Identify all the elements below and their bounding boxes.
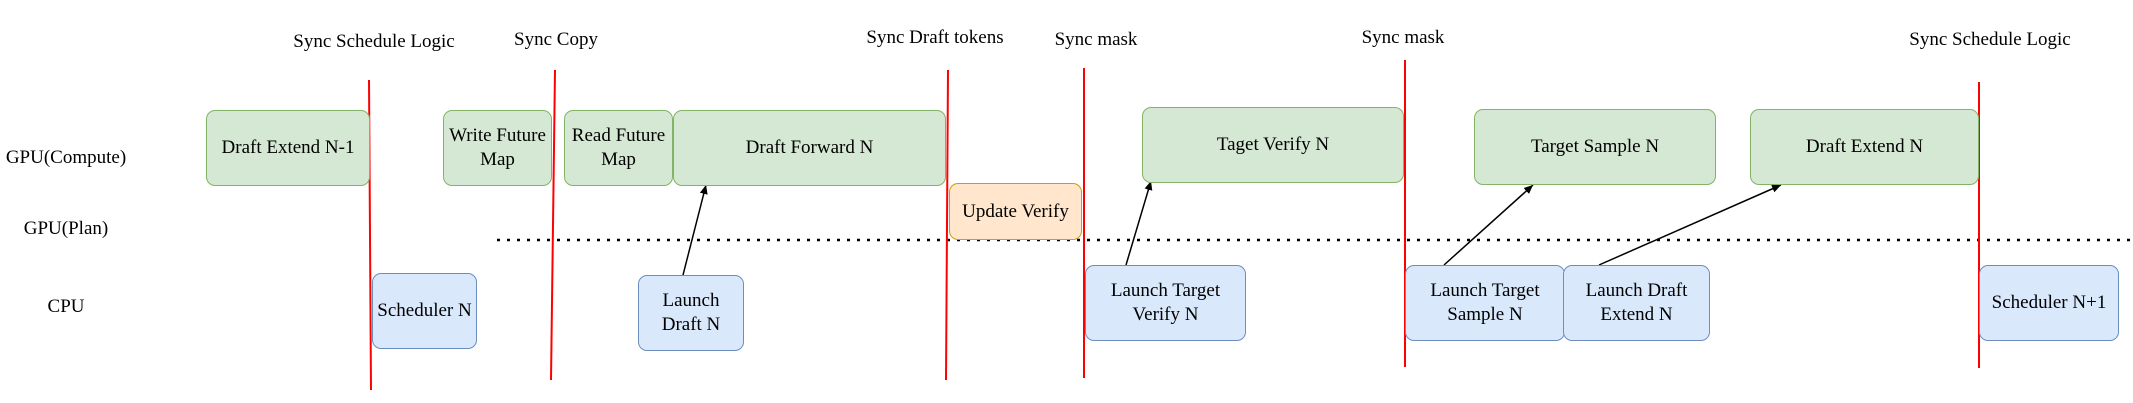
row-label-cpu: CPU [47, 296, 85, 317]
node-write-future-map-line2: Map [480, 149, 515, 170]
arrow-launch-target-sample-to-target-sample [1443, 184, 1534, 266]
node-draft-extend-text: Draft Extend N [1805, 136, 1924, 157]
node-launch-draft-extend: Launch Draft Extend N [1563, 265, 1710, 341]
node-target-verify: Taget Verify N [1142, 107, 1404, 183]
node-target-sample: Target Sample N [1474, 109, 1716, 185]
node-launch-target-sample: Launch Target Sample N [1405, 265, 1565, 341]
node-launch-draft-line2: Draft N [661, 314, 721, 335]
node-launch-target-sample-line1: Launch Target [1430, 280, 1540, 301]
node-draft-forward: Draft Forward N [673, 110, 946, 186]
arrow-launch-draft-extend-to-draft-extend [1598, 184, 1782, 266]
node-launch-target-verify-line2: Verify N [1132, 304, 1199, 325]
node-target-sample-text: Target Sample N [1530, 136, 1660, 157]
sync-label-mask-1: Sync mask [1054, 29, 1138, 50]
node-scheduler-n: Scheduler N [372, 273, 477, 349]
sync-label-mask-2: Sync mask [1361, 27, 1445, 48]
arrow-launch-target-verify-to-target-verify [1125, 180, 1153, 266]
sync-line-copy [550, 69, 556, 381]
node-launch-target-verify: Launch Target Verify N [1085, 265, 1246, 341]
node-read-future-map-line2: Map [601, 149, 636, 170]
node-draft-forward-text: Draft Forward N [745, 137, 874, 158]
node-launch-target-sample-line2: Sample N [1447, 304, 1523, 325]
node-launch-target-verify-line1: Launch Target [1110, 280, 1221, 301]
node-draft-extend-prev-text: Draft Extend N-1 [221, 137, 355, 158]
node-target-verify-text: Taget Verify N [1216, 134, 1330, 155]
node-update-verify-text: Update Verify [962, 200, 1069, 222]
node-scheduler-n-text: Scheduler N [377, 300, 472, 321]
node-launch-draft-extend-line2: Extend N [1600, 304, 1673, 325]
sync-label-copy: Sync Copy [514, 29, 598, 50]
node-read-future-map: Read Future Map [564, 110, 673, 186]
node-launch-draft-extend-line1: Launch Draft [1585, 280, 1688, 301]
row-label-gpu-plan: GPU(Plan) [23, 218, 109, 239]
node-launch-draft: Launch Draft N [638, 275, 744, 351]
node-scheduler-next-text: Scheduler N+1 [1991, 292, 2107, 313]
node-write-future-map: Write Future Map [443, 110, 552, 186]
sync-label-schedule-logic-1: Sync Schedule Logic [293, 31, 455, 52]
node-draft-extend: Draft Extend N [1750, 109, 1979, 185]
node-scheduler-next: Scheduler N+1 [1979, 265, 2119, 341]
sync-line-draft-tokens [945, 69, 949, 381]
node-launch-draft-line1: Launch [662, 290, 720, 311]
row-label-gpu-compute: GPU(Compute) [5, 147, 127, 168]
node-read-future-map-line1: Read Future [571, 125, 666, 146]
node-write-future-map-line1: Write Future [449, 125, 546, 146]
node-update-verify: Update Verify [949, 183, 1082, 240]
sync-label-schedule-logic-2: Sync Schedule Logic [1909, 29, 2071, 50]
arrow-launch-draft-to-draft-forward [682, 184, 708, 276]
node-draft-extend-prev: Draft Extend N-1 [206, 110, 370, 186]
sync-label-draft-tokens: Sync Draft tokens [866, 27, 1004, 48]
